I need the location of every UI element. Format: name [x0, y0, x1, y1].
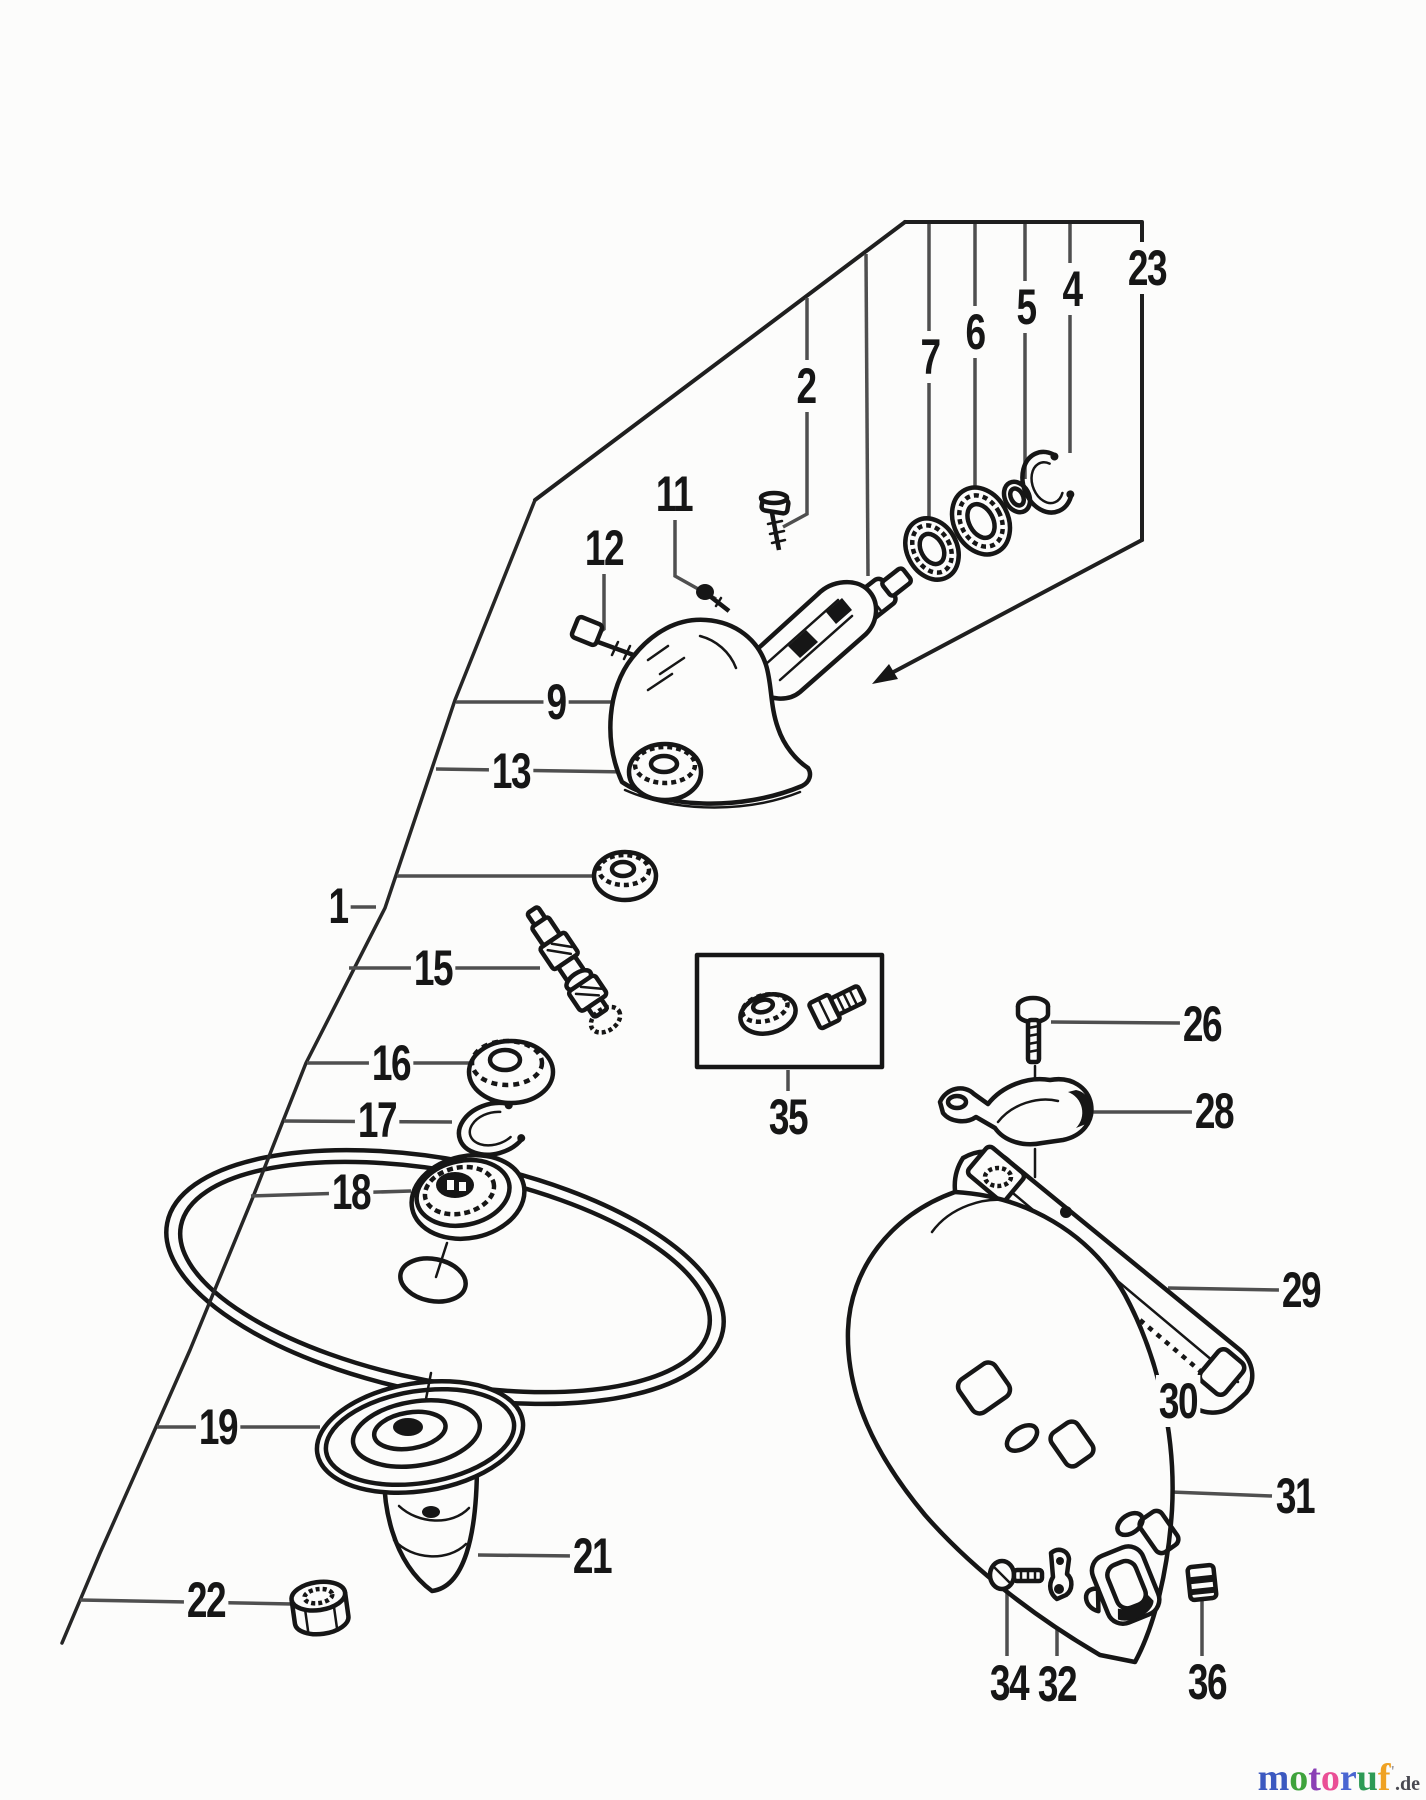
part-label-15: 15	[410, 942, 456, 994]
part-label-13: 13	[488, 745, 534, 797]
part-label-11: 11	[652, 468, 696, 520]
screw-11-drawing	[696, 584, 731, 613]
part-label-17: 17	[354, 1094, 400, 1146]
nut-22-drawing	[289, 1579, 351, 1637]
part-label-34: 34	[986, 1657, 1032, 1709]
gear-head-cluster	[569, 449, 1075, 903]
kit-bolt-drawing	[807, 984, 867, 1031]
logo-letter: m	[1257, 1757, 1290, 1800]
logo-letter: o	[1320, 1757, 1340, 1800]
part-label-6: 6	[962, 306, 988, 358]
part-label-22: 22	[183, 1574, 229, 1626]
logo-letter: f	[1377, 1757, 1391, 1800]
blade-disc-drawing	[164, 1147, 726, 1407]
screw-26-drawing	[1015, 995, 1051, 1065]
motoruf-logo[interactable]: motoruf'.de	[1258, 1757, 1420, 1800]
arrowhead-23	[872, 664, 898, 684]
logo-letter: t	[1308, 1757, 1321, 1800]
guard-knob-drawing	[1083, 1544, 1162, 1626]
logo-wordmark: motoruf	[1258, 1757, 1391, 1799]
part-label-12: 12	[581, 522, 627, 574]
logo-letter: o	[1289, 1757, 1309, 1800]
kit-nut-drawing	[738, 991, 798, 1036]
part-label-7: 7	[917, 331, 943, 383]
part-label-35: 35	[765, 1091, 811, 1143]
part-label-2: 2	[793, 360, 819, 412]
pulley-19-drawing	[314, 1371, 526, 1496]
screw-34-drawing	[987, 1558, 1045, 1592]
part-label-28: 28	[1191, 1085, 1237, 1137]
part-label-23: 23	[1124, 242, 1170, 294]
part-label-36: 36	[1184, 1656, 1230, 1708]
part-label-31: 31	[1272, 1470, 1318, 1522]
gear-shaft-15-drawing	[525, 905, 623, 1035]
guard-plate-31-drawing	[845, 1189, 1181, 1665]
logo-tld: .de	[1395, 1773, 1420, 1796]
clamp-28-drawing	[937, 1076, 1094, 1147]
clamp-32-drawing	[1047, 1547, 1074, 1602]
bearing-7-drawing	[903, 516, 961, 582]
part-label-29: 29	[1278, 1264, 1324, 1316]
part-label-16: 16	[368, 1037, 414, 1089]
leader-structure	[60, 220, 1144, 1645]
part-label-4: 4	[1059, 263, 1085, 315]
washer-drawing	[591, 849, 659, 903]
bearing-6-drawing	[949, 485, 1013, 557]
part-label-19: 19	[195, 1401, 241, 1453]
part-label-9: 9	[543, 676, 569, 728]
holder-18-drawing	[409, 1152, 527, 1242]
part-label-32: 32	[1034, 1658, 1080, 1710]
bearing-13-drawing	[626, 741, 704, 803]
part-label-26: 26	[1179, 998, 1225, 1050]
shaft-cluster	[409, 905, 623, 1242]
logo-letter: r	[1339, 1757, 1357, 1800]
part-label-18: 18	[328, 1166, 374, 1218]
nut-36-drawing	[1185, 1562, 1219, 1603]
hardware-kit-box-35-drawing	[694, 952, 885, 1070]
snap-ring-4-drawing	[1020, 449, 1075, 515]
bearing-16-drawing	[466, 1038, 556, 1106]
part-label-1: 1	[325, 880, 351, 932]
logo-tick: '	[1390, 1763, 1395, 1781]
part-label-30: 30	[1155, 1375, 1201, 1427]
lower-fixing-cluster	[289, 1371, 526, 1637]
part-label-21: 21	[569, 1530, 615, 1582]
part-label-5: 5	[1013, 281, 1039, 333]
guard-mounting-cluster	[845, 995, 1255, 1665]
logo-letter: u	[1356, 1757, 1378, 1800]
snap-ring-17-drawing	[456, 1100, 526, 1157]
bolt-2-drawing	[758, 490, 791, 551]
